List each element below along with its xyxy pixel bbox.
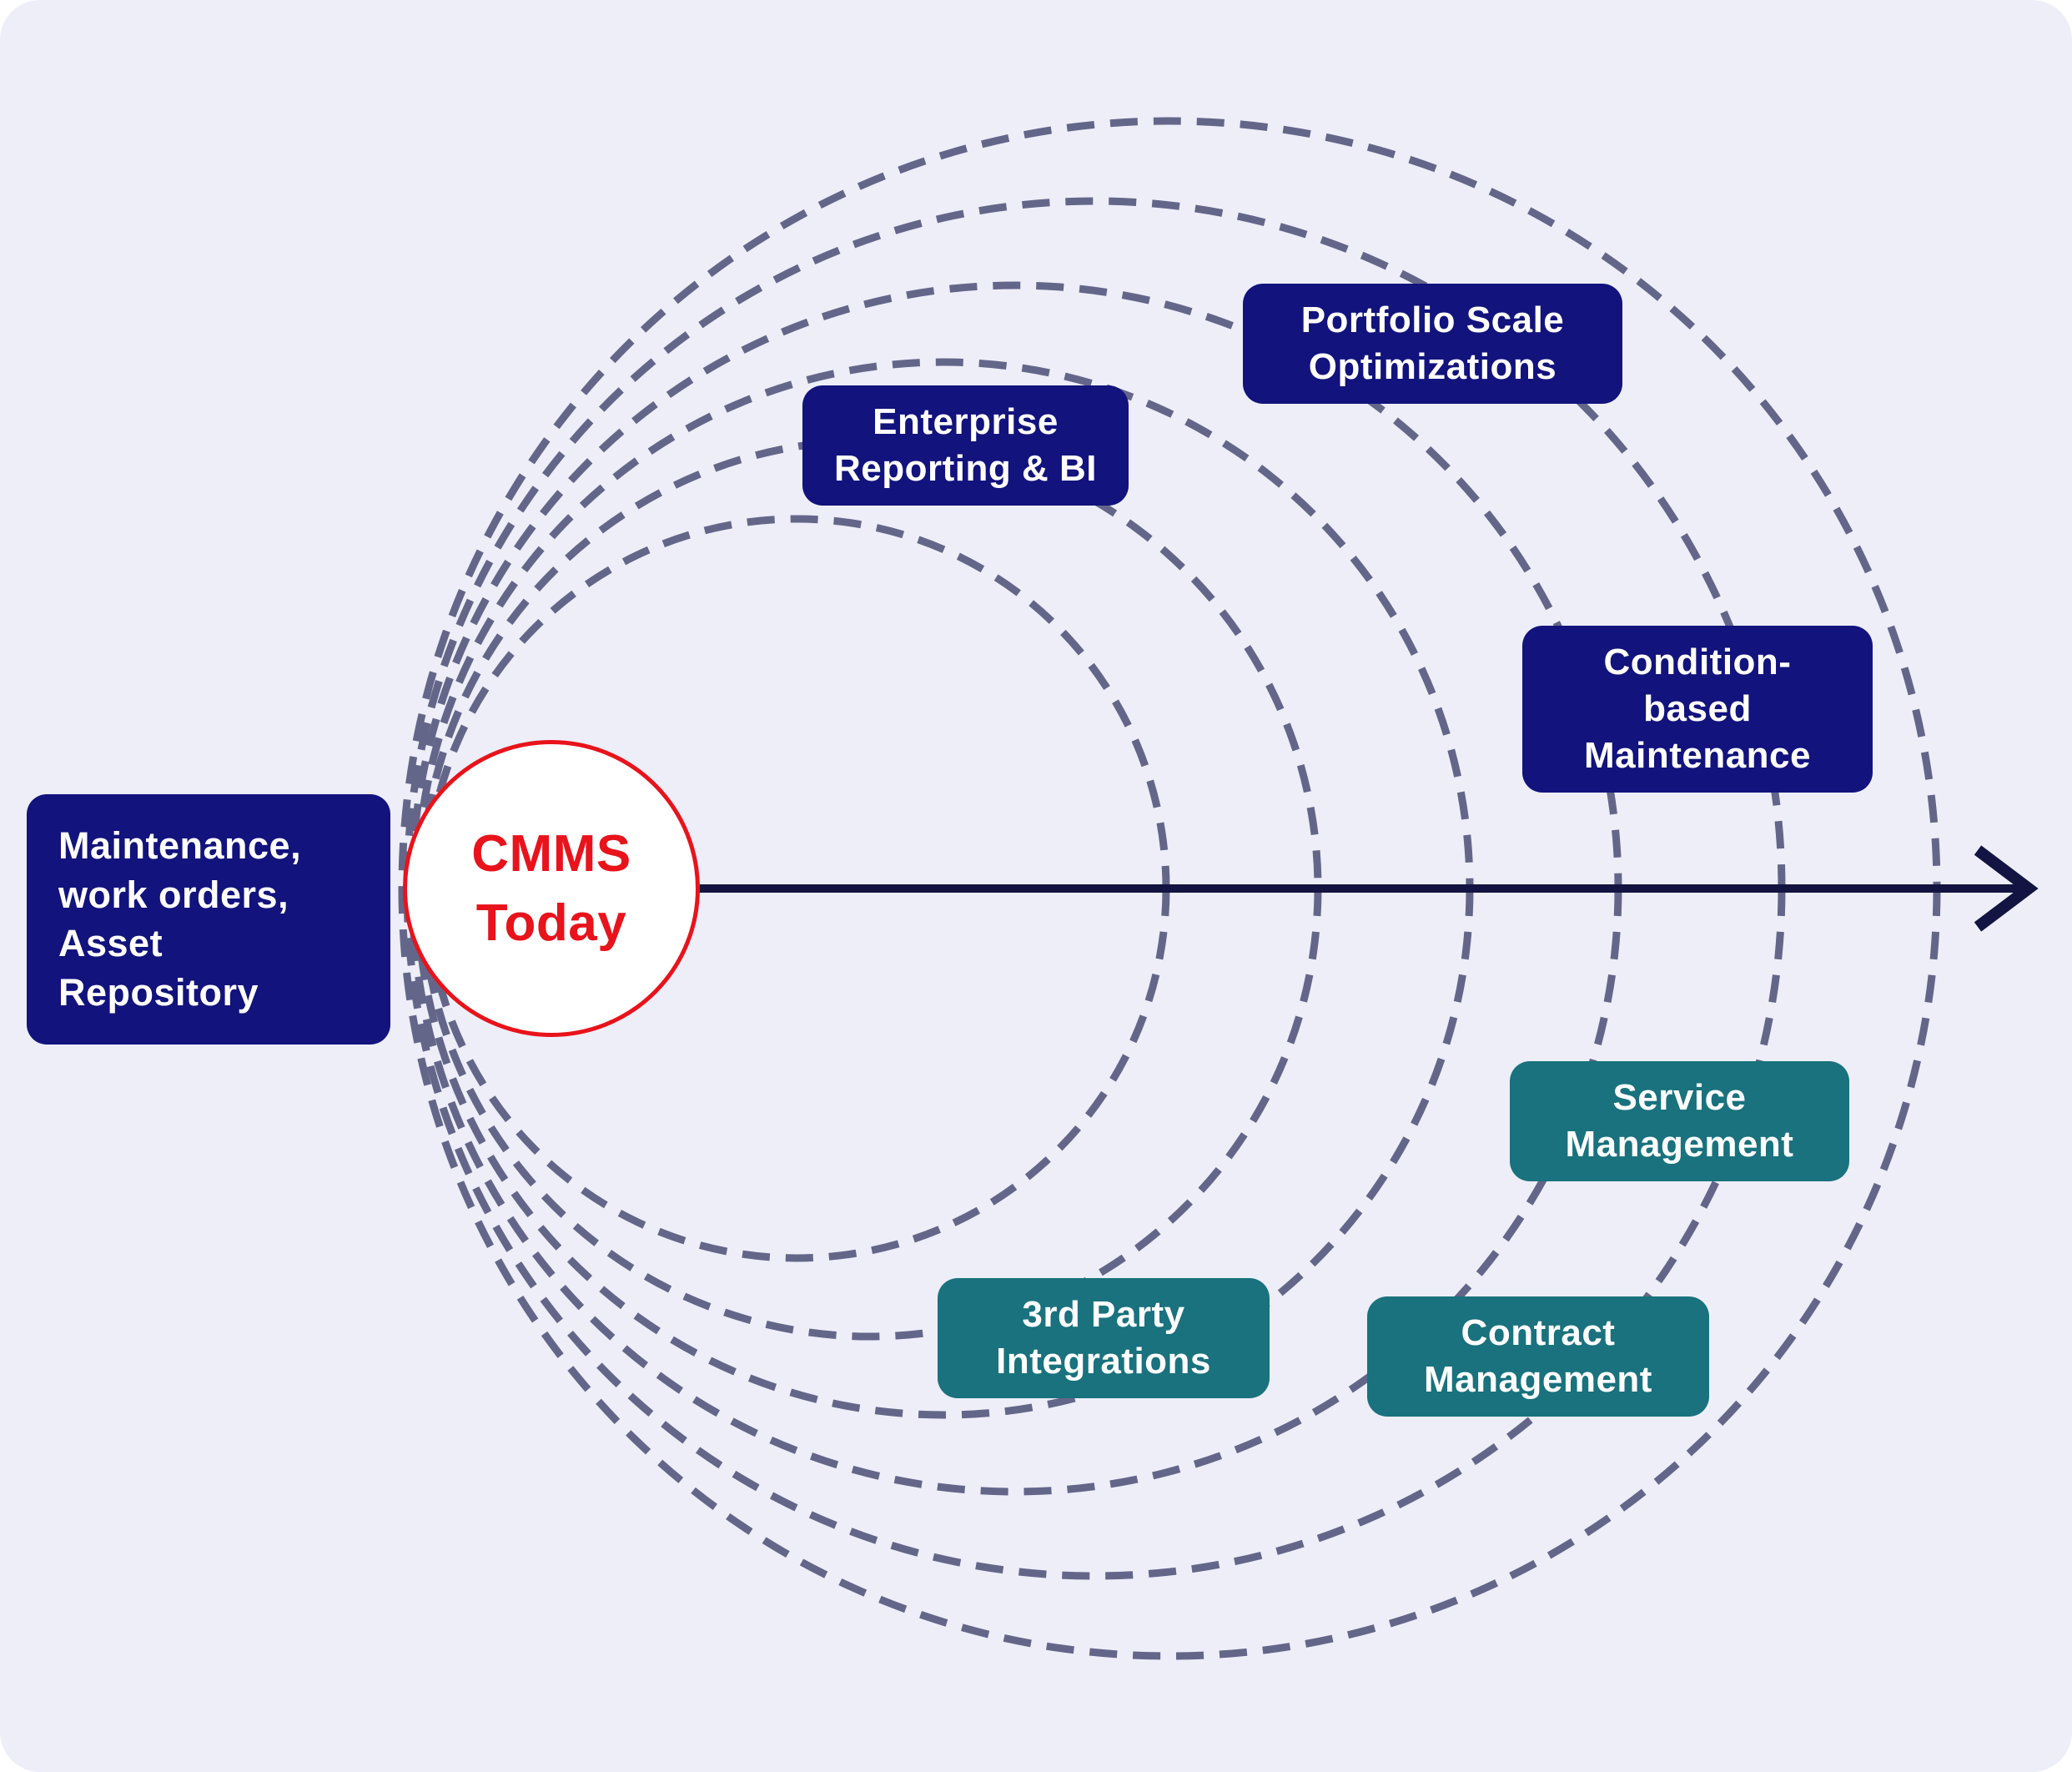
label-service-management: Service Management bbox=[1510, 1061, 1849, 1181]
cmms-subtitle: Today bbox=[475, 894, 627, 952]
label-line: Management bbox=[1565, 1123, 1794, 1165]
label-line: based bbox=[1643, 687, 1752, 729]
label-3rd-party-integrations: 3rd Party Integrations bbox=[938, 1278, 1270, 1398]
label-line: Service bbox=[1612, 1077, 1747, 1118]
label-line: Maintenance, bbox=[58, 824, 302, 867]
label-enterprise-reporting-bi: Enterprise Reporting & BI bbox=[802, 385, 1129, 506]
label-line: Maintenance bbox=[1583, 734, 1811, 776]
label-line: Integrations bbox=[996, 1340, 1211, 1382]
cmms-title: CMMS bbox=[471, 824, 631, 883]
label-condition-based-maintenance: Condition- based Maintenance bbox=[1522, 626, 1873, 793]
label-line: Condition- bbox=[1603, 642, 1792, 682]
cmms-today-circle: CMMS Today bbox=[403, 740, 700, 1037]
label-line: work orders, bbox=[58, 873, 289, 916]
label-line: Asset Repository bbox=[58, 922, 259, 1014]
timeline-arrow-head bbox=[1974, 845, 2039, 932]
label-line: Contract bbox=[1461, 1312, 1616, 1353]
label-line: Reporting & BI bbox=[834, 447, 1097, 489]
timeline-arrow bbox=[551, 845, 2039, 932]
label-maintenance-work-orders-asset-repository: Maintenance, work orders, Asset Reposito… bbox=[27, 794, 390, 1045]
label-line: Management bbox=[1424, 1358, 1652, 1400]
label-line: Enterprise bbox=[873, 401, 1059, 442]
label-line: 3rd Party bbox=[1022, 1294, 1185, 1335]
label-line: Portfolio Scale bbox=[1300, 300, 1565, 340]
label-line: Optimizations bbox=[1308, 345, 1557, 387]
label-portfolio-scale-optimizations: Portfolio Scale Optimizations bbox=[1243, 284, 1622, 404]
label-contract-management: Contract Management bbox=[1367, 1296, 1709, 1417]
